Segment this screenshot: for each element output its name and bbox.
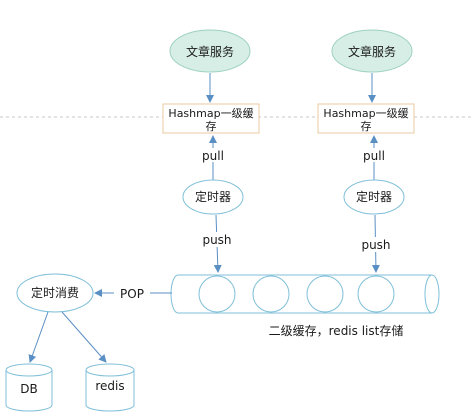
timer-left-label: 定时器: [195, 189, 231, 204]
service-right-label: 文章服务: [348, 44, 396, 59]
pop-label: POP: [120, 287, 144, 301]
cache-box-left[interactable]: Hashmap一级缓 存: [162, 103, 260, 134]
queue-slot-3: [306, 275, 344, 313]
timer-right-label: 定时器: [356, 189, 392, 204]
arrow-consumer-to-db: [28, 311, 49, 363]
push-left-label: push: [202, 233, 231, 247]
arrow-consumer-to-redis: [61, 311, 107, 363]
redis-storage[interactable]: redis: [85, 363, 135, 412]
push-left-bg: [198, 232, 238, 247]
pull-right-bg: [356, 148, 392, 162]
queue-caption: 二级缓存，redis list存储: [269, 323, 404, 338]
consumer-label: 定时消费: [31, 285, 79, 300]
redis-list-queue[interactable]: [170, 274, 440, 314]
queue-slot-1: [198, 275, 236, 313]
cache-box-right[interactable]: Hashmap一级缓 存: [317, 103, 415, 134]
pull-right-label: pull: [363, 149, 385, 163]
cache-right-line2: 存: [361, 119, 372, 133]
push-right-bg: [356, 237, 396, 252]
pop-label-bg: [114, 286, 150, 300]
service-node-right[interactable]: 文章服务: [331, 29, 413, 73]
cache-right-line1: Hashmap一级缓: [323, 107, 408, 120]
timer-node-left[interactable]: 定时器: [182, 179, 244, 215]
cache-left-line1: Hashmap一级缓: [168, 107, 253, 120]
service-node-left[interactable]: 文章服务: [169, 29, 251, 73]
queue-slot-2: [252, 275, 290, 313]
pull-left-bg: [196, 148, 232, 162]
cache-left-line2: 存: [206, 119, 217, 133]
pull-left-label: pull: [202, 149, 224, 163]
db-storage[interactable]: DB: [5, 363, 53, 412]
db-label: DB: [20, 382, 37, 396]
consumer-node[interactable]: 定时消费: [16, 273, 94, 313]
queue-slot-4: [357, 275, 395, 313]
redis-label: redis: [95, 379, 124, 393]
service-left-label: 文章服务: [186, 44, 234, 59]
timer-node-right[interactable]: 定时器: [343, 179, 405, 215]
push-right-label: push: [361, 238, 390, 252]
